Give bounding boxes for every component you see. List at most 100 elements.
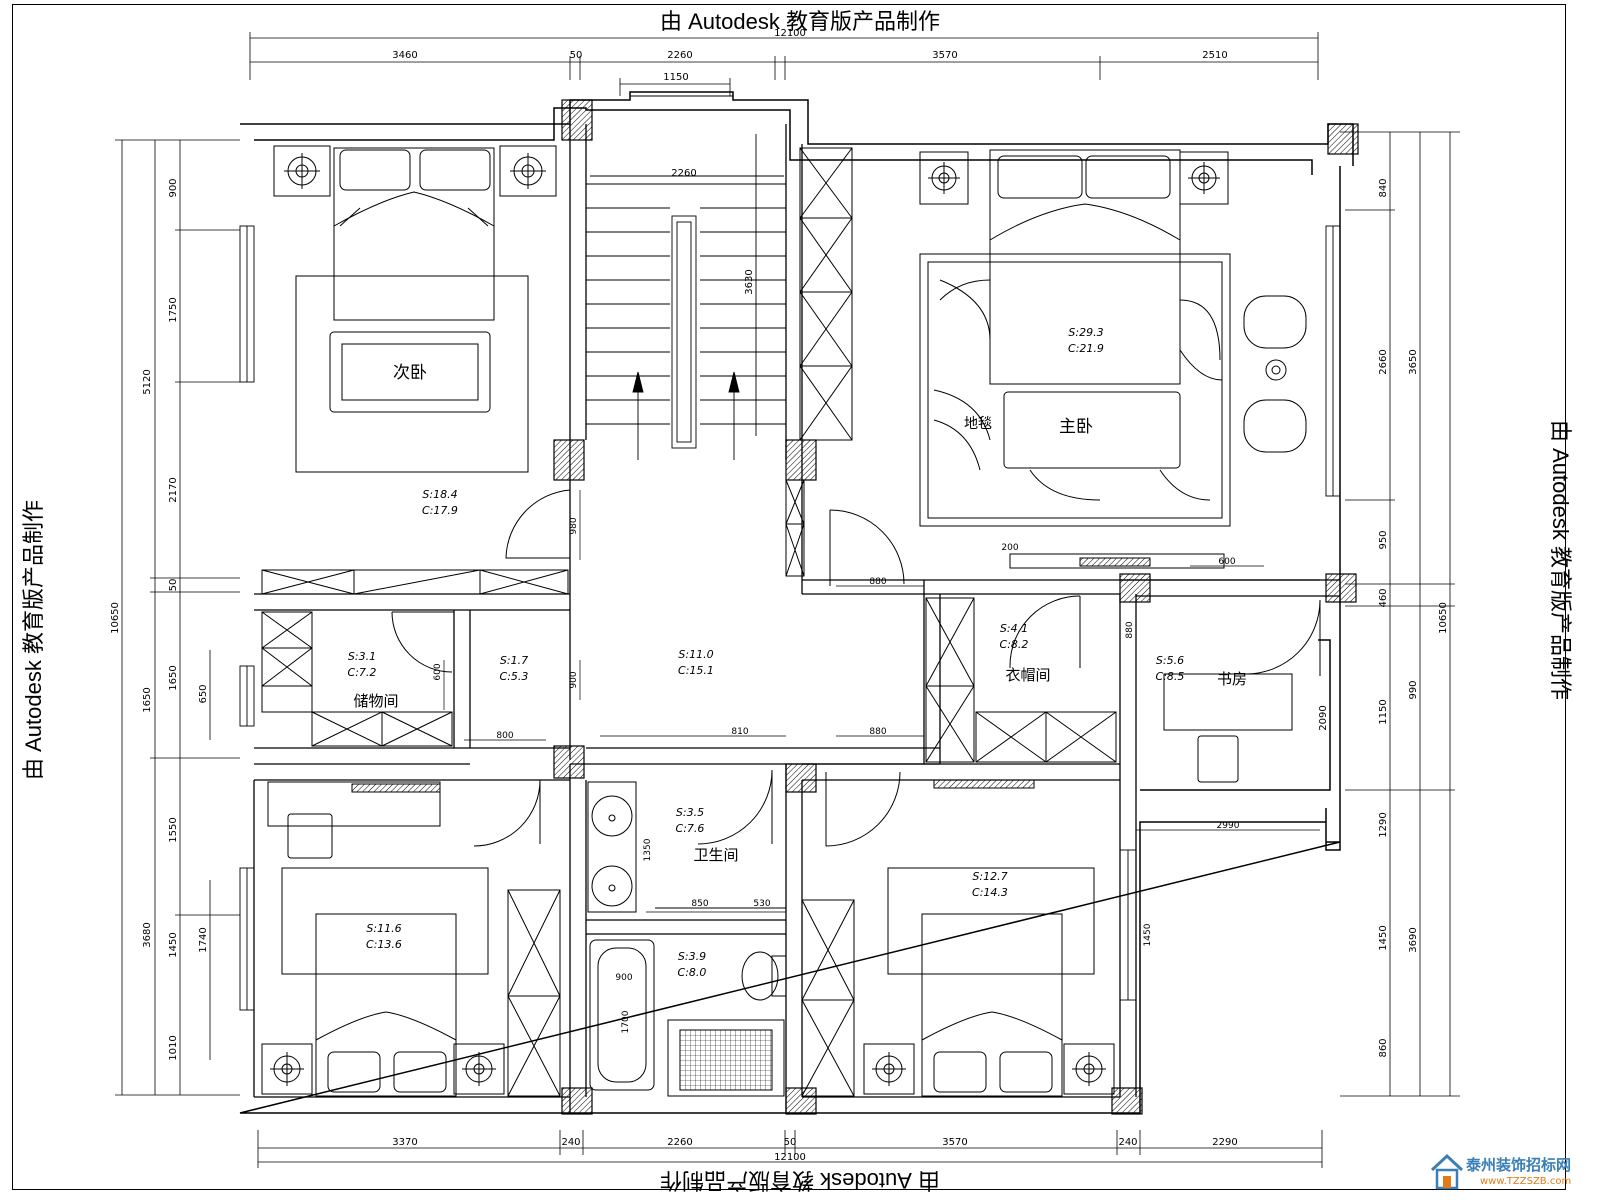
room-label-bathroom: 卫生间 [693,846,738,864]
house-icon [1430,1153,1464,1190]
room-area-second-bedroom: S:18.4 [422,488,457,501]
dim-inner-900b: 900 [615,973,632,983]
columns [553,99,1359,1115]
room-labels: 次卧 S:18.4 C:17.9 主卧 S:29.3 C:21.9 地毯 储物间… [348,326,1247,979]
dim-left-b0: 900 [168,178,179,197]
room-perim-second-bedroom: C:17.9 [422,504,458,517]
room-label-master-bedroom: 主卧 [1059,417,1093,437]
dim-bottom-3: 50 [784,1137,797,1148]
dim-right-2090: 2090 [1318,705,1329,730]
inner-dim-labels: 980 900 600 800 810 880 880 600 880 2990… [433,517,1240,1033]
dim-left-b7: 1010 [168,1035,179,1060]
dim-top-1: 50 [570,50,583,61]
dim-right [1329,131,1460,1097]
dim-inner-2990: 2990 [1217,821,1240,831]
dim-stair-w: 2260 [671,168,696,179]
room-perim-hall: C:15.1 [678,664,714,677]
dim-bottom-total: 12100 [774,1152,806,1163]
doors [391,489,1321,847]
dim-right-total: 10650 [1438,602,1449,634]
dim-left-b4: 1650 [168,665,179,690]
inner-dims [443,490,1320,913]
dim-left-b2: 2170 [168,477,179,502]
room-perim-bedroom-3: C:13.6 [366,938,402,951]
outer-walls [239,91,1354,1114]
dim-right-a0: 3650 [1408,349,1419,374]
drawing-frame [12,4,1566,1190]
dim-left-b6: 1450 [168,932,179,957]
stairs [586,134,786,460]
dim-bottom-5: 240 [1118,1137,1137,1148]
dim-left-total: 10650 [110,602,121,634]
dim-inner-900: 900 [569,671,579,688]
room-area-small: S:1.7 [500,654,528,667]
room-perim-bedroom-4: C:14.3 [972,886,1008,899]
room-perim-storage: C:7.2 [348,666,377,679]
dim-right-b4: 1150 [1378,699,1389,724]
room-label-study: 书房 [1217,670,1247,688]
dim-stair-h: 3630 [744,269,755,294]
room-area-storage: S:3.1 [348,650,376,663]
dim-inner-850: 850 [691,899,708,909]
dim-bottom-1: 240 [561,1137,580,1148]
room-area-bedroom-4: S:12.7 [972,870,1007,883]
room-area-hall: S:11.0 [678,648,713,661]
dim-inner-880b: 880 [869,727,886,737]
dim-right-a3: 3690 [1408,927,1419,952]
dim-left-b5: 1550 [168,817,179,842]
dim-left-b1: 1750 [168,297,179,322]
dim-inner-600b: 600 [1218,557,1235,567]
dim-inner-800: 800 [496,731,513,741]
dim-top-total: 12100 [774,28,806,39]
dim-inner-1700: 1700 [621,1010,631,1033]
room-perim-study: C:8.5 [1156,670,1185,683]
watermark-top: 由 Autodesk 教育版产品制作 [660,9,940,34]
room-label-storage: 储物间 [353,692,398,710]
cabinets [261,147,1117,1097]
room-area-bathroom: S:3.5 [676,806,704,819]
dim-inner-530: 530 [753,899,770,909]
dim-left [115,139,240,1096]
master-bedroom-furniture [919,149,1307,569]
interior-walls [253,124,1340,1113]
dim-top-0: 3460 [392,50,417,61]
dim-right-b2: 950 [1378,530,1389,549]
room-area-closet: S:4.1 [1000,622,1028,635]
dim-inner-200: 200 [1001,543,1018,553]
bedroom-2-furniture [273,145,557,473]
dim-window-top: 1150 [663,72,688,83]
room-area-shower: S:3.9 [678,950,706,963]
dim-left-c1: 1740 [198,927,209,952]
dim-inner-1350: 1350 [643,838,653,861]
dim-left-a3: 3680 [142,922,153,947]
room-perim-closet: C:8.2 [1000,638,1029,651]
room-perim-small: C:5.3 [500,670,529,683]
site-logo: 泰州装饰招标网 www.TZZSZB.com [1430,1150,1595,1194]
room-area-bedroom-3: S:11.6 [366,922,401,935]
dim-inner-880a: 880 [869,577,886,587]
dim-right-b6: 1450 [1378,925,1389,950]
dim-inner-810: 810 [731,727,748,737]
dim-left-b3: 50 [168,579,179,592]
dim-right-b5: 1290 [1378,812,1389,837]
room-area-master-bedroom: S:29.3 [1068,326,1103,339]
room-perim-bathroom: C:7.6 [676,822,705,835]
dim-right-b7: 860 [1378,1038,1389,1057]
bedroom-3-furniture [261,781,505,1097]
study-furniture [1163,673,1293,783]
carpet-label: 地毯 [964,416,992,432]
bathroom-fixtures [587,781,787,1097]
dim-bottom-0: 3370 [392,1137,417,1148]
dim-inner-880c: 880 [1125,621,1135,638]
dim-right-a1: 990 [1408,680,1419,699]
dim-bottom-2: 2260 [667,1137,692,1148]
dim-inner-600: 600 [433,663,443,680]
dim-top-2: 2260 [667,50,692,61]
dim-top [249,32,1319,96]
dim-bottom-4: 3570 [942,1137,967,1148]
dim-top-3: 3570 [932,50,957,61]
room-perim-shower: C:8.0 [678,966,707,979]
dim-left-a2: 1650 [142,687,153,712]
room-perim-master-bedroom: C:21.9 [1068,342,1104,355]
bedroom-4-furniture [863,779,1115,1097]
